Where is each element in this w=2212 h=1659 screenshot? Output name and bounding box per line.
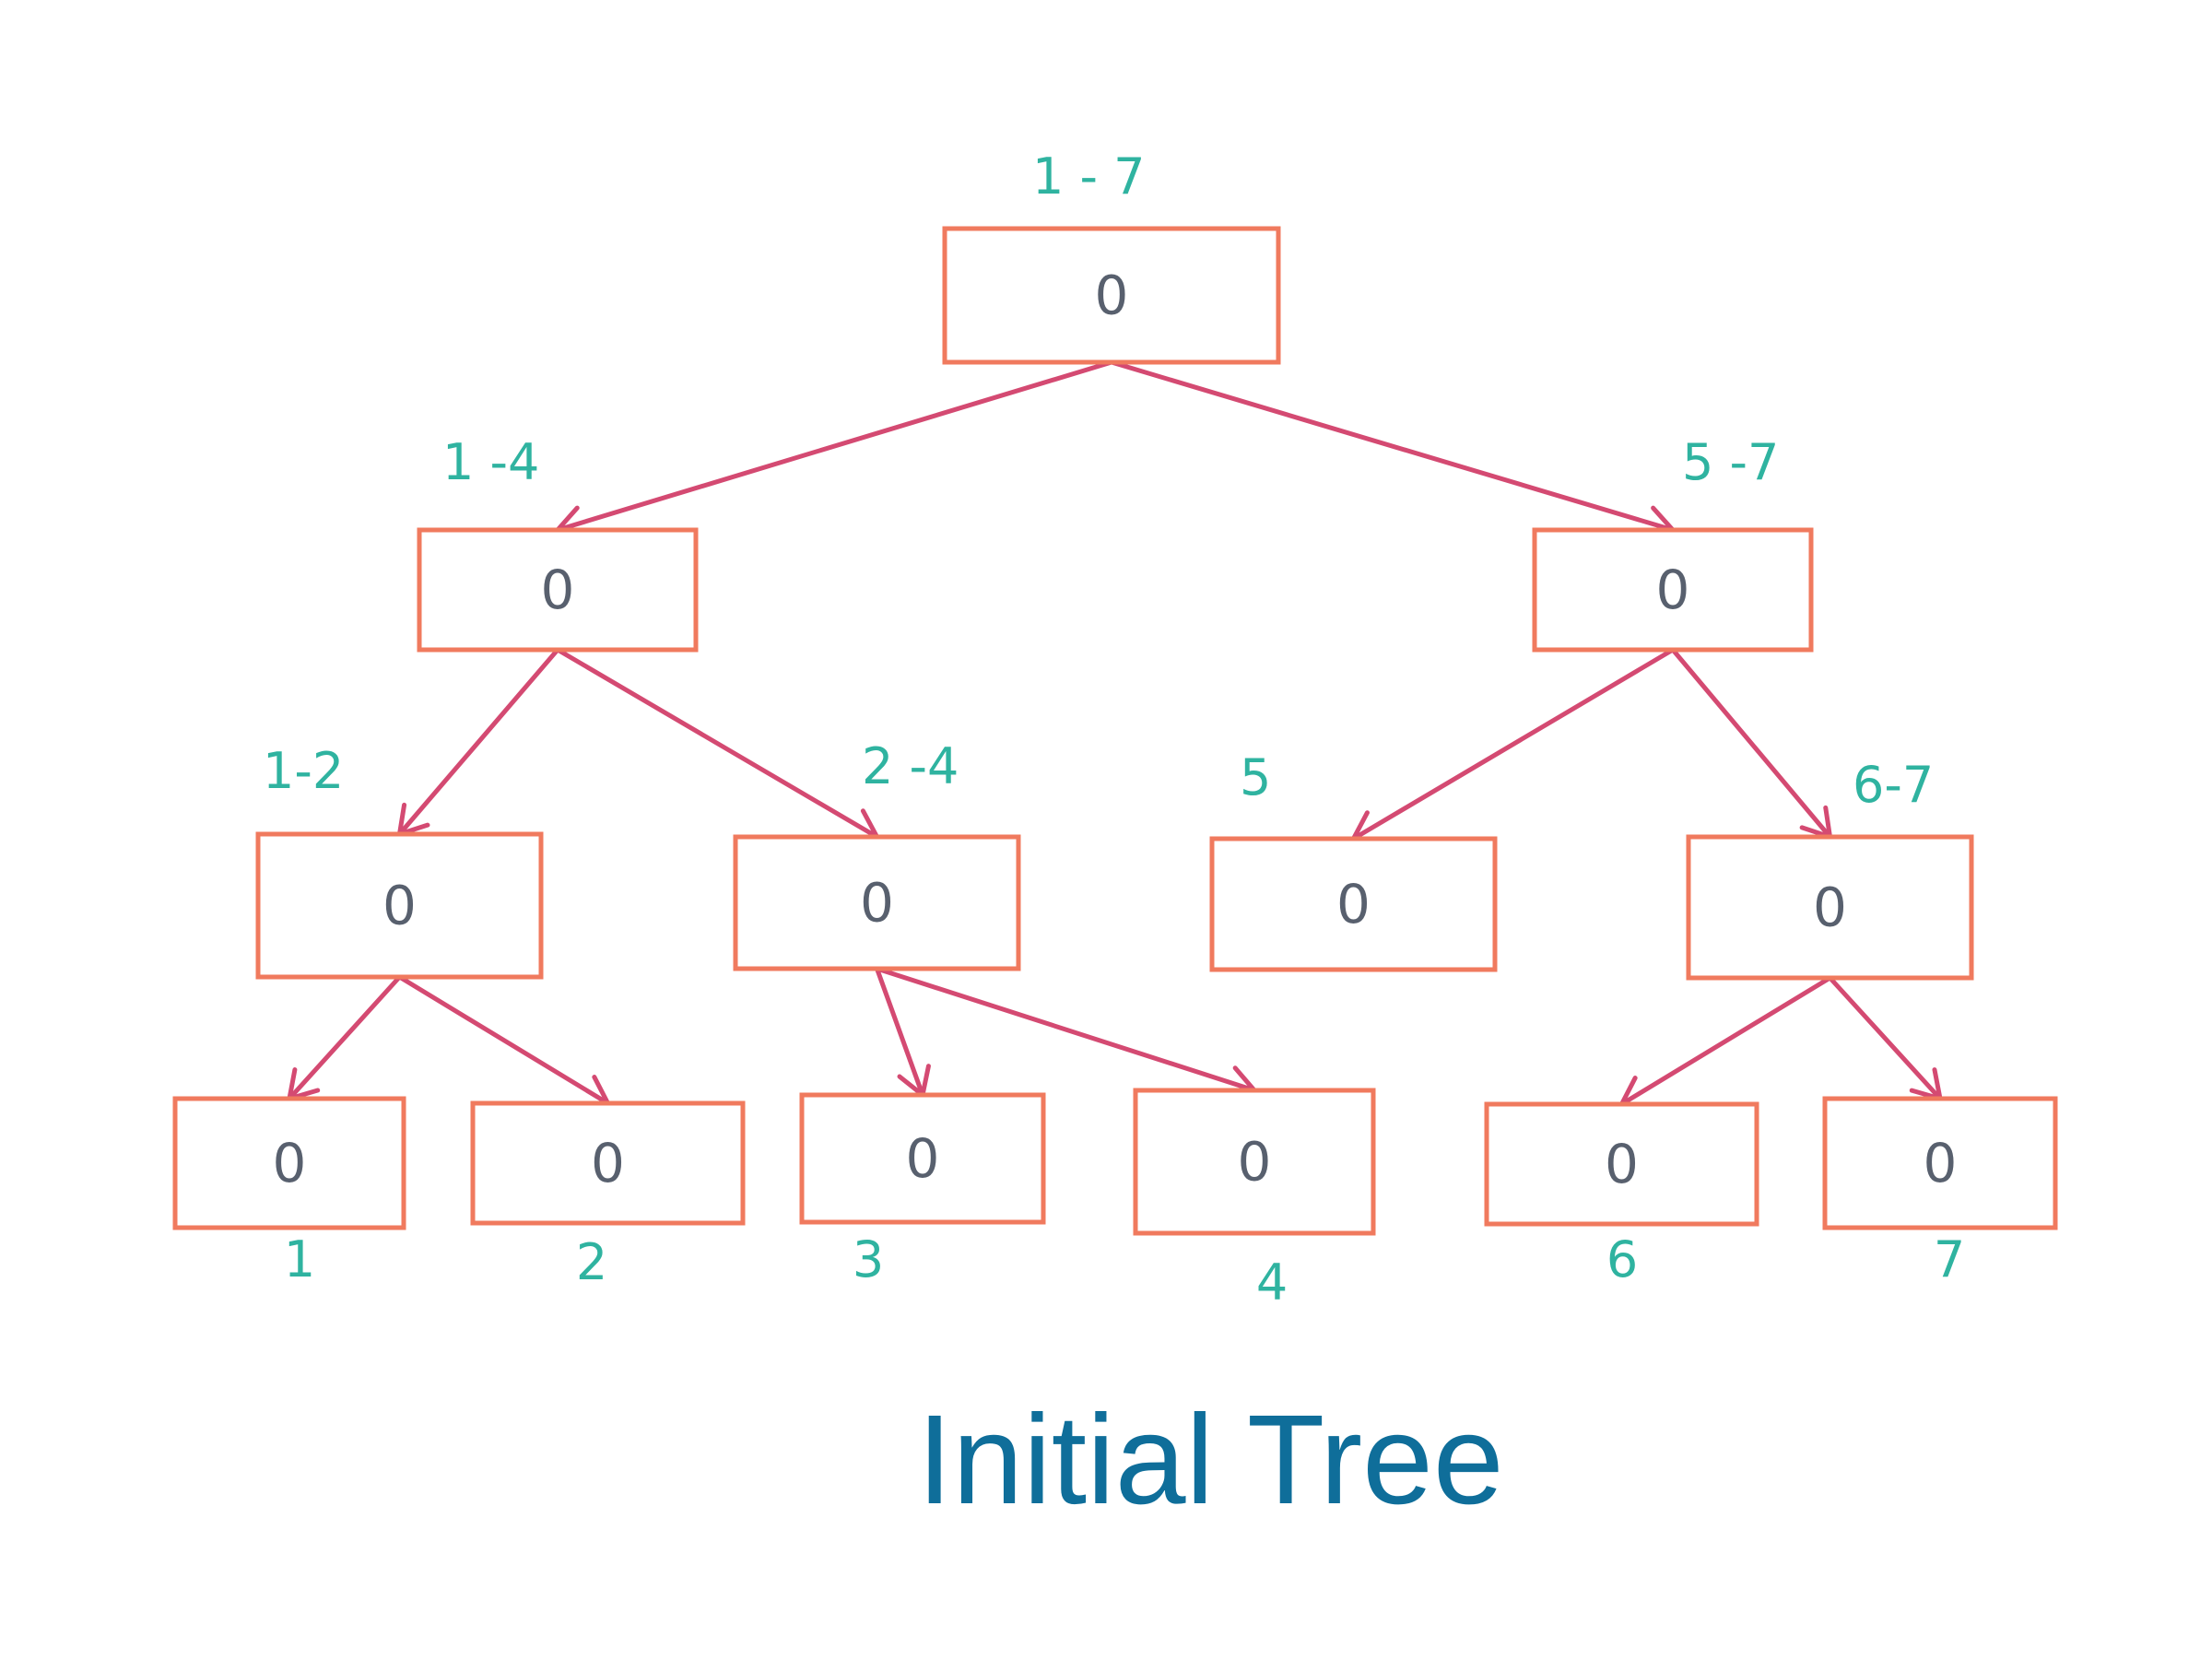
node-value: 0 [1238,1131,1272,1194]
edge-line [875,966,1257,1093]
edge-line [875,966,925,1098]
node-value: 0 [1605,1133,1639,1195]
edge-line [555,359,1114,533]
edge-n-2-4-to-leaf-4 [875,966,1259,1100]
labels-layer: 1 - 7 1 -4 5 -7 1-2 2 -4 5 6-7 1 2 3 4 6 7 [263,147,1965,1312]
edge-n-6-7-to-leaf-7 [1828,975,1944,1102]
node-box [1133,1088,1376,1236]
tree-node-n-1-2: 0 [255,831,544,980]
tree-node-leaf-4: 0 [1133,1088,1376,1236]
range-label-n-6-7: 6-7 [1853,756,1934,814]
tree-node-n-5-7: 0 [1532,527,1814,653]
edge-line [1109,359,1676,533]
node-box [733,834,1021,971]
range-label-leaf-2: 2 [576,1233,607,1291]
edge-line [1670,647,1832,840]
edge-n-5-7-to-n-6-7 [1670,647,1833,841]
edge-line [287,974,402,1101]
edge-line [1619,975,1832,1107]
edge-root-to-n-5-7 [1109,359,1677,540]
range-label-root: 1 - 7 [1032,147,1146,206]
edge-n-6-7-to-leaf-6 [1618,975,1832,1107]
diagram-caption: Initial Tree [917,1389,1504,1531]
node-box [942,226,1281,365]
range-label-leaf-3: 3 [853,1230,884,1288]
node-value: 0 [1813,877,1847,939]
range-label-leaf-6: 6 [1606,1230,1638,1288]
node-value: 0 [1924,1132,1958,1194]
node-value: 0 [273,1132,307,1194]
range-label-n-1-4: 1 -4 [442,433,539,491]
edge-root-to-n-1-4 [553,359,1114,540]
node-box [1209,836,1498,972]
tree-node-root: 0 [942,226,1281,365]
node-value: 0 [541,559,575,621]
tree-node-n-2-4: 0 [733,834,1021,971]
tree-node-leaf-6: 0 [1484,1101,1759,1227]
range-label-leaf-4: 4 [1256,1253,1288,1312]
node-box [1484,1101,1759,1227]
range-label-n-5-7: 5 -7 [1682,433,1779,491]
node-box [417,527,699,653]
node-box [1686,834,1974,981]
edge-line [397,974,610,1106]
range-label-n-2-4: 2 -4 [862,737,959,795]
edge-line [1351,647,1676,841]
node-box [1532,527,1814,653]
edges-layer [286,359,1944,1107]
edge-n-1-4-to-n-2-4 [555,647,881,841]
tree-node-n-5: 0 [1209,836,1498,972]
node-value: 0 [906,1127,940,1190]
range-label-leaf-7: 7 [1934,1230,1965,1288]
range-label-leaf-1: 1 [284,1230,315,1288]
range-label-n-5: 5 [1240,748,1271,806]
node-value: 0 [591,1132,625,1194]
edge-n-1-2-to-leaf-2 [397,974,612,1106]
node-value: 0 [1095,265,1129,327]
edge-line [555,647,879,840]
tree-node-n-6-7: 0 [1686,834,1974,981]
tree-node-leaf-1: 0 [172,1096,406,1230]
edge-line [1828,975,1943,1101]
edge-n-5-7-to-n-5 [1349,647,1676,842]
node-value: 0 [860,872,894,935]
tree-node-leaf-3: 0 [799,1092,1046,1225]
node-box [1822,1096,2058,1230]
nodes-layer: 0 0 0 0 0 0 0 0 0 0 0 0 0 [172,226,2058,1236]
tree-node-leaf-2: 0 [470,1100,746,1226]
edge-line [397,647,560,837]
edge-n-2-4-to-leaf-3 [875,966,931,1100]
edge-n-1-2-to-leaf-1 [286,974,402,1102]
node-box [255,831,544,980]
node-value: 0 [382,875,417,937]
edge-n-1-4-to-n-1-2 [396,647,560,838]
node-box [470,1100,746,1226]
tree-node-leaf-7: 0 [1822,1096,2058,1230]
node-box [172,1096,406,1230]
node-box [799,1092,1046,1225]
tree-node-n-1-4: 0 [417,527,699,653]
range-label-n-1-2: 1-2 [263,742,344,800]
node-value: 0 [1656,559,1690,621]
node-value: 0 [1336,873,1371,935]
